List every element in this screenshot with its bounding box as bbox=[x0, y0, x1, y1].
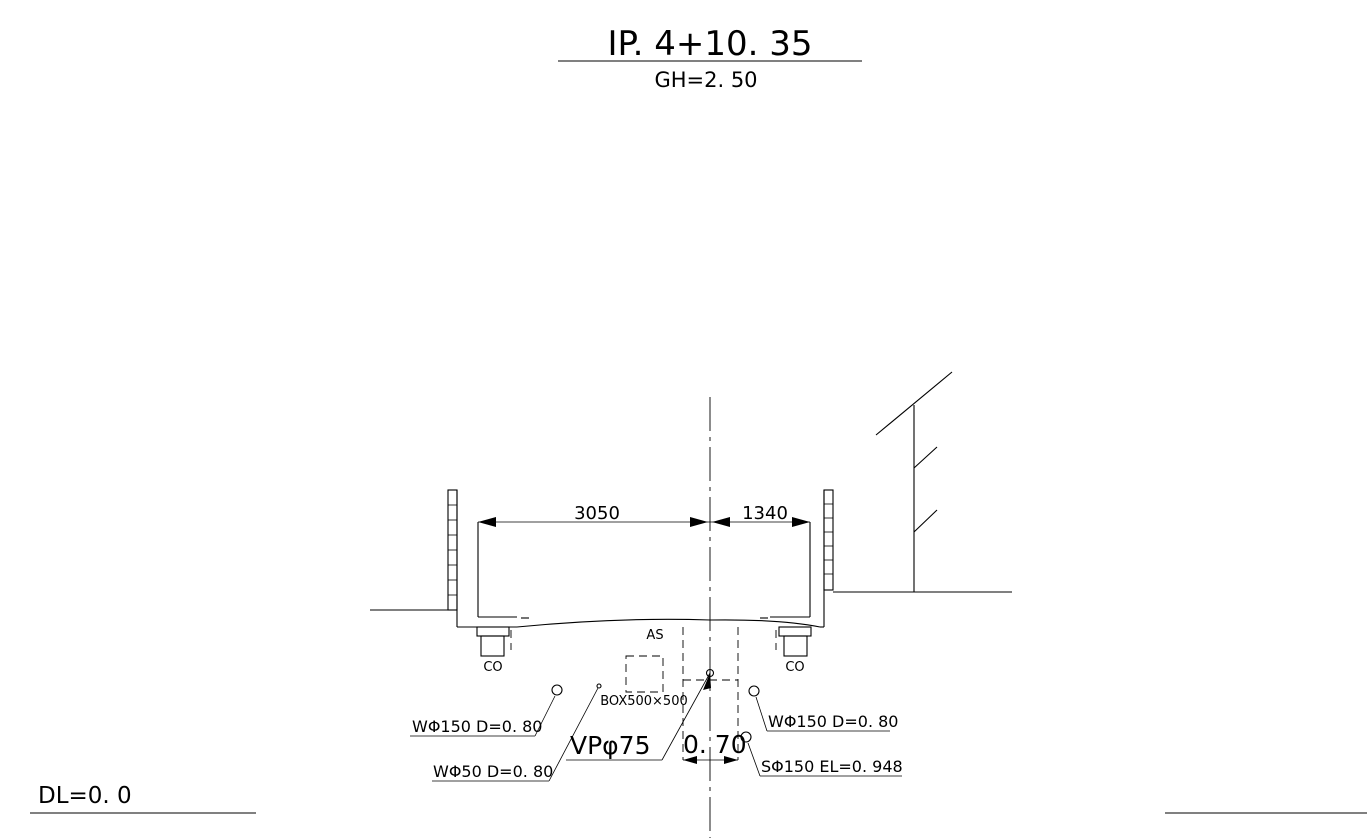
right-width-label: 1340 bbox=[742, 503, 788, 524]
vp-label: VPφ75 bbox=[570, 731, 650, 760]
sewer-pipe-leader bbox=[747, 742, 761, 777]
left-fence bbox=[447, 489, 458, 611]
right-fence bbox=[823, 489, 834, 591]
sewer-pipe-label: SΦ150 EL=0. 948 bbox=[761, 757, 903, 776]
surface-label: AS bbox=[646, 628, 663, 643]
left-curb-label: CO bbox=[483, 660, 502, 675]
road-section bbox=[456, 490, 825, 628]
datum-label: DL=0. 0 bbox=[38, 783, 132, 809]
trench-width-label: 0. 70 bbox=[683, 730, 747, 759]
sewer-pipe-circle bbox=[740, 731, 752, 743]
width-dimension bbox=[478, 517, 810, 527]
water-pipe-right-leader bbox=[755, 696, 768, 732]
box-label: BOX500×500 bbox=[600, 694, 688, 709]
trench-outline bbox=[682, 627, 739, 760]
water-pipe-small-label: WΦ50 D=0. 80 bbox=[433, 762, 553, 781]
ground-height-label: GH=2. 50 bbox=[654, 68, 757, 92]
right-curb bbox=[775, 626, 812, 657]
left-curb bbox=[476, 626, 512, 657]
water-pipe-left-leader bbox=[534, 695, 556, 737]
water-pipe-right-label: WΦ150 D=0. 80 bbox=[768, 712, 898, 731]
right-slope-marker bbox=[875, 371, 953, 592]
trench-width-dimension bbox=[683, 756, 738, 764]
vp-arrow-head bbox=[703, 673, 711, 690]
water-pipe-left-circle bbox=[551, 684, 563, 696]
box-culvert bbox=[625, 655, 664, 693]
water-pipe-right-circle bbox=[748, 685, 760, 697]
water-pipe-left-label: WΦ150 D=0. 80 bbox=[412, 717, 542, 736]
station-title: IP. 4+10. 35 bbox=[607, 24, 812, 64]
water-pipe-small-leader bbox=[548, 687, 599, 782]
right-curb-label: CO bbox=[785, 660, 804, 675]
water-pipe-small-circle bbox=[596, 683, 602, 689]
left-width-label: 3050 bbox=[574, 503, 620, 524]
vp-leader bbox=[661, 672, 711, 761]
